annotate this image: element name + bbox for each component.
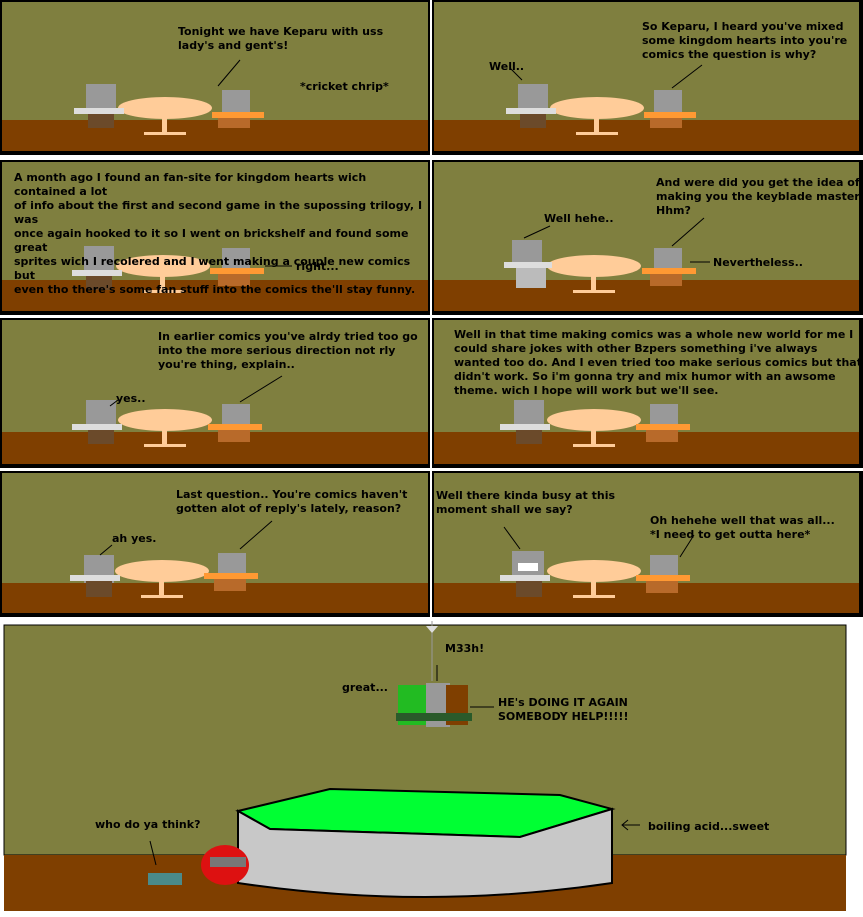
guest-character xyxy=(208,404,262,442)
host-character xyxy=(72,246,122,290)
panel-4: And were did you get the idea of making … xyxy=(432,160,863,315)
sparkles xyxy=(148,873,182,885)
caption-2: right... xyxy=(296,260,339,273)
guest-character xyxy=(210,248,264,286)
host-character xyxy=(506,84,556,128)
panel-2: So Keparu, I heard you've mixed some kin… xyxy=(432,0,863,155)
panel-5: In earlier comics you've alrdy tried too… xyxy=(0,318,430,468)
panel-1: Tonight we have Keparu with uss lady's a… xyxy=(0,0,430,155)
acid-vat xyxy=(235,787,616,898)
caption-2: great... xyxy=(342,681,388,694)
panel-7: Last question.. You're comics haven't go… xyxy=(0,471,430,617)
caption-2: Oh hehehe well that was all... *I need t… xyxy=(650,514,835,541)
guest-character xyxy=(204,553,258,591)
wall xyxy=(2,2,428,120)
guest-character xyxy=(642,248,696,286)
host-character xyxy=(70,555,120,597)
host-character xyxy=(500,551,550,597)
caption-1: M33h! xyxy=(445,642,485,655)
panel-3: A month ago I found an fan-site for king… xyxy=(0,160,430,315)
caption-1: In earlier comics you've alrdy tried too… xyxy=(158,330,418,371)
guest-character xyxy=(212,90,264,128)
caption-4: who do ya think? xyxy=(95,818,201,831)
host-character xyxy=(504,240,552,288)
table xyxy=(118,409,212,447)
caption-2: Well hehe.. xyxy=(544,212,614,225)
table xyxy=(547,560,641,598)
guest-character xyxy=(636,404,690,442)
host-character xyxy=(500,400,550,444)
table xyxy=(115,560,209,598)
caption-1: A month ago I found an fan-site for king… xyxy=(14,171,423,296)
table xyxy=(550,97,644,135)
panel-8: Well there kinda busy at this moment sha… xyxy=(432,471,863,617)
table xyxy=(116,255,210,293)
caption-2: yes.. xyxy=(116,392,146,405)
host-character xyxy=(74,84,124,128)
table xyxy=(547,255,641,293)
floor xyxy=(2,120,428,151)
caption-5: boiling acid...sweet xyxy=(648,820,770,833)
caption-2: ah yes. xyxy=(112,532,157,545)
guest-character xyxy=(644,90,696,128)
captured-characters xyxy=(396,683,472,727)
caption-1: Tonight we have Keparu with uss lady's a… xyxy=(178,25,384,52)
caption-1: And were did you get the idea of making … xyxy=(656,176,860,217)
caption-1: Well there kinda busy at this moment sha… xyxy=(436,489,616,516)
caption-3: Nevertheless.. xyxy=(713,256,803,269)
guest-character xyxy=(636,555,690,593)
red-robot xyxy=(201,845,249,885)
panel-9: M33h! great... HE's DOING IT AGAIN SOMEB… xyxy=(0,621,863,917)
caption-2: Well.. xyxy=(489,60,525,73)
host-character xyxy=(72,400,122,444)
panel-6: Well in that time making comics was a wh… xyxy=(432,318,863,468)
caption-3: HE's DOING IT AGAIN SOMEBODY HELP!!!!! xyxy=(498,696,629,723)
caption-1: So Keparu, I heard you've mixed some kin… xyxy=(642,20,848,61)
caption-2: *cricket chrip* xyxy=(300,80,389,93)
table xyxy=(547,409,641,447)
table xyxy=(118,97,212,135)
caption-1: Well in that time making comics was a wh… xyxy=(454,328,862,397)
caption-1: Last question.. You're comics haven't go… xyxy=(176,488,408,515)
